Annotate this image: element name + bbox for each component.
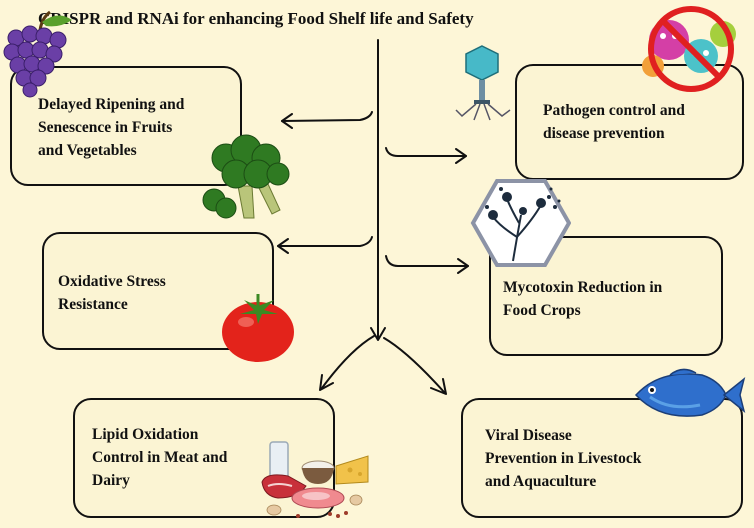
ripening-line-1: Delayed Ripening and (38, 96, 185, 113)
viral-line-3: and Aquaculture (485, 473, 597, 490)
diagram-title: CRISPR and RNAi for enhancing Food Shelf… (38, 9, 474, 28)
pathogen-line-2: disease prevention (543, 125, 665, 142)
arrow-to-ripening (281, 111, 373, 122)
viral-line-1: Viral Disease (485, 427, 572, 444)
lipid-line-1: Lipid Oxidation (92, 426, 199, 443)
grapes-icon (3, 10, 72, 98)
meat-dairy-icon (261, 441, 369, 518)
oxidative-line-1: Oxidative Stress (58, 273, 166, 290)
arrow-to-oxidative (277, 236, 373, 247)
mycotoxin-line-1: Mycotoxin Reduction in (503, 279, 663, 296)
arrowhead-pathogen (455, 148, 467, 164)
trunk-arrowhead (370, 327, 386, 341)
bacteriophage-icon (455, 45, 511, 121)
arrowhead-mycotoxin (457, 258, 469, 274)
fungus-icon (470, 179, 571, 267)
fish-icon (634, 368, 746, 417)
box-delayed-ripening: Delayed Ripening and Senescence in Fruit… (10, 66, 242, 186)
arrowhead-viral (430, 378, 447, 395)
arrow-to-lipid (321, 335, 375, 389)
box-lipid-oxidation: Lipid Oxidation Control in Meat and Dair… (73, 398, 335, 518)
ripening-line-2: Senescence in Fruits (38, 119, 173, 136)
ripening-line-3: and Vegetables (38, 142, 137, 159)
broccoli-icon (202, 134, 290, 219)
lipid-line-3: Dairy (92, 472, 130, 489)
box-viral-disease: Viral Disease Prevention in Livestock an… (461, 398, 743, 518)
mycotoxin-line-2: Food Crops (503, 302, 581, 319)
no-microbes-icon (642, 6, 736, 92)
pathogen-line-1: Pathogen control and (543, 102, 685, 119)
tomato-icon (222, 294, 294, 362)
lipid-line-2: Control in Meat and (92, 449, 228, 466)
arrowhead-ripening (281, 113, 293, 129)
arrowhead-lipid (319, 374, 334, 391)
viral-line-2: Prevention in Livestock (485, 450, 642, 467)
arrowhead-oxidative (277, 238, 289, 254)
arrow-to-mycotoxin (385, 255, 469, 267)
arrow-to-viral (383, 337, 445, 393)
arrow-to-pathogen (385, 147, 467, 157)
oxidative-line-2: Resistance (58, 296, 128, 313)
